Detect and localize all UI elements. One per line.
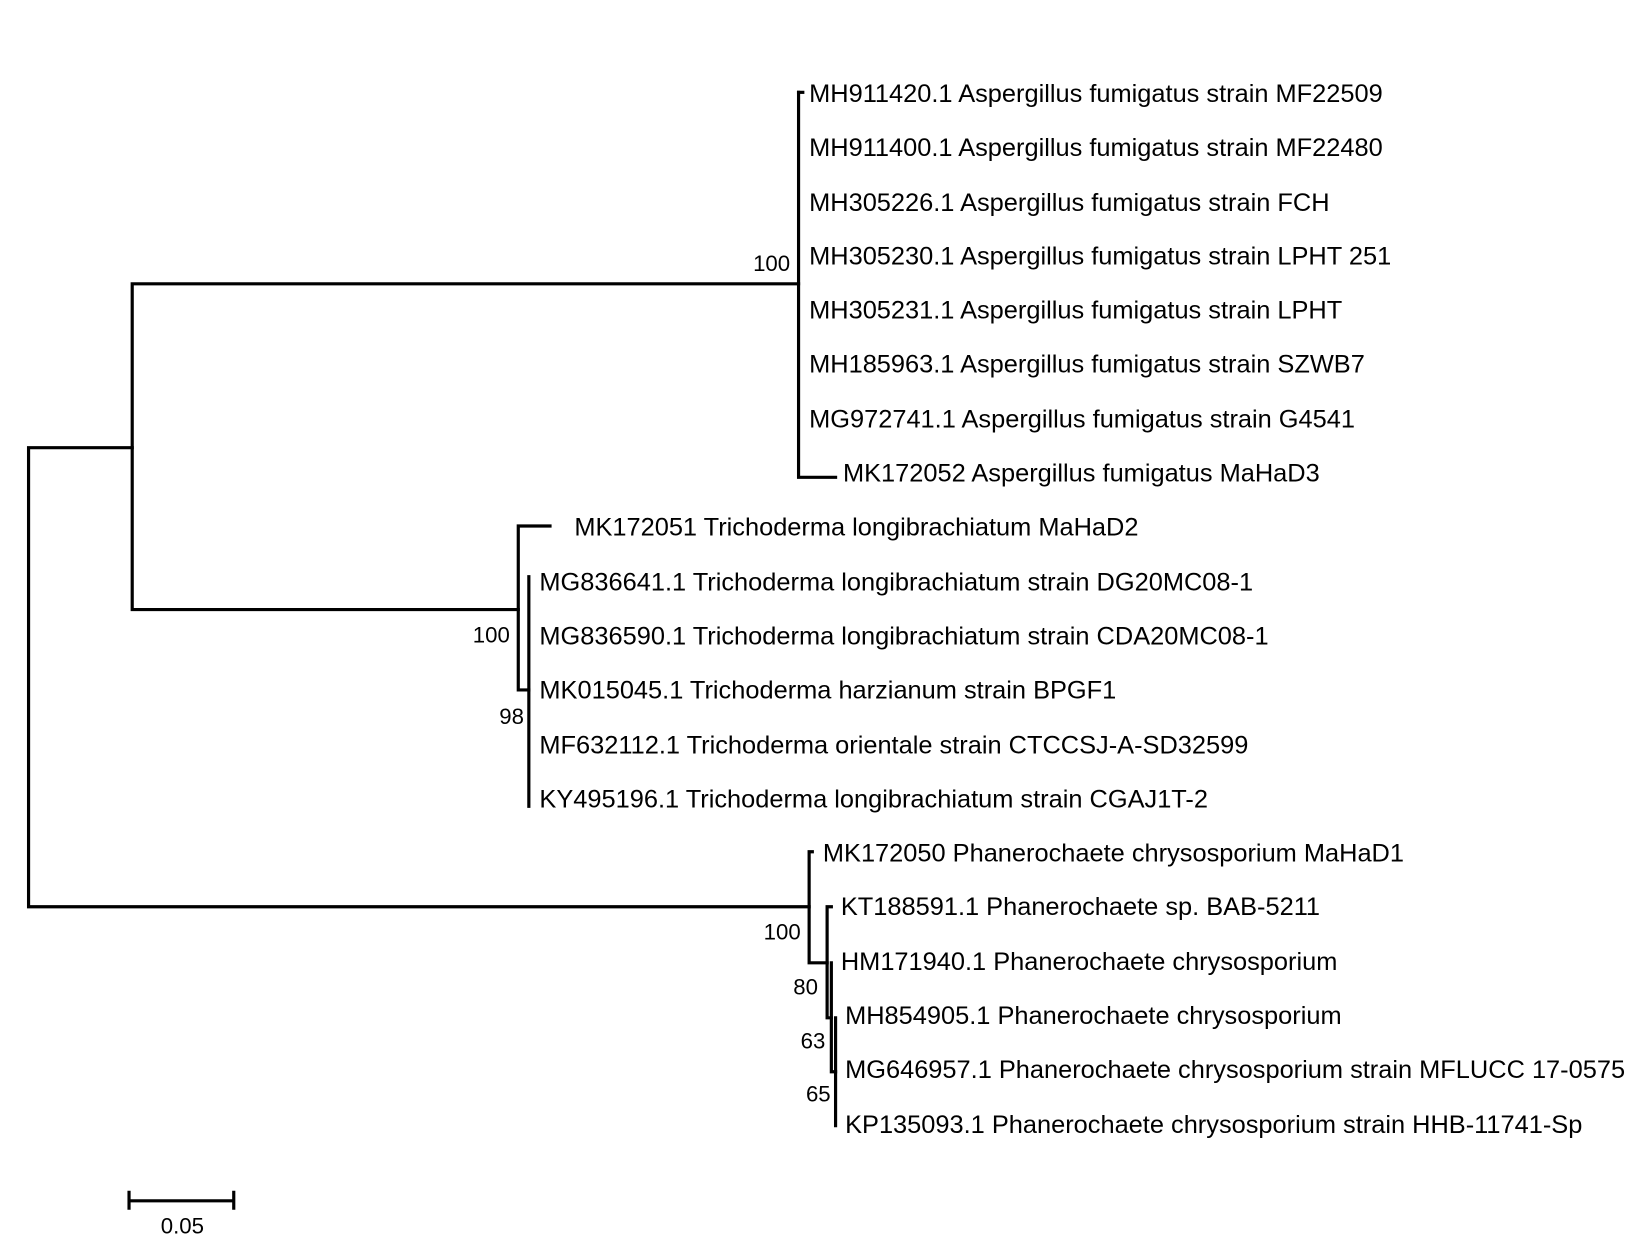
tip-label: MH911400.1 Aspergillus fumigatus strain … bbox=[809, 134, 1383, 162]
tip-labels: MH911420.1 Aspergillus fumigatus strain … bbox=[539, 80, 1625, 1139]
internal-branch-asp-tricho bbox=[130, 282, 801, 612]
bootstrap-phanerochaete: 100 bbox=[764, 920, 801, 945]
tip-label: HM171940.1 Phanerochaete chrysosporium bbox=[841, 948, 1338, 976]
bootstrap-phanerochaete-sub3: 65 bbox=[806, 1081, 831, 1106]
bootstrap-aspergillus: 100 bbox=[753, 251, 790, 276]
tip-label: MG836590.1 Trichoderma longibrachiatum s… bbox=[539, 622, 1268, 650]
trichoderma-clade-branch bbox=[516, 524, 552, 692]
tip-label: KP135093.1 Phanerochaete chrysosporium s… bbox=[845, 1111, 1582, 1139]
phanerochaete-sub1-branch bbox=[825, 905, 833, 1020]
scale-bar-line bbox=[127, 1190, 236, 1210]
tip-label: KT188591.1 Phanerochaete sp. BAB-5211 bbox=[841, 893, 1320, 921]
tip-label: MH911420.1 Aspergillus fumigatus strain … bbox=[809, 80, 1383, 108]
tip-label: MG972741.1 Aspergillus fumigatus strain … bbox=[809, 406, 1355, 434]
tip-label: MF632112.1 Trichoderma orientale strain … bbox=[539, 731, 1248, 759]
tip-label: KY495196.1 Trichoderma longibrachiatum s… bbox=[539, 785, 1208, 813]
tip-label: MH185963.1 Aspergillus fumigatus strain … bbox=[809, 351, 1365, 379]
tip-label: MG836641.1 Trichoderma longibrachiatum s… bbox=[539, 569, 1253, 597]
scale-bar-label: 0.05 bbox=[161, 1214, 204, 1239]
phanerochaete-clade-branch bbox=[807, 850, 829, 965]
tip-label: MK015045.1 Trichoderma harzianum strain … bbox=[539, 676, 1116, 704]
branches bbox=[26, 90, 838, 1128]
bootstrap-values: 100 100 98 100 80 63 65 bbox=[473, 251, 831, 1106]
scale-bar: 0.05 bbox=[127, 1190, 236, 1239]
bootstrap-phanerochaete-sub1: 80 bbox=[793, 975, 818, 1000]
tip-label: MH305231.1 Aspergillus fumigatus strain … bbox=[809, 297, 1342, 325]
bootstrap-phanerochaete-sub2: 63 bbox=[801, 1028, 826, 1053]
tip-label: MH305230.1 Aspergillus fumigatus strain … bbox=[809, 243, 1391, 271]
tip-label: MK172051 Trichoderma longibrachiatum MaH… bbox=[574, 514, 1138, 542]
bootstrap-trichoderma: 100 bbox=[473, 622, 510, 647]
tip-label: MG646957.1 Phanerochaete chrysosporium s… bbox=[845, 1056, 1625, 1084]
tip-label: MK172050 Phanerochaete chrysosporium MaH… bbox=[823, 839, 1404, 867]
aspergillus-clade-branch bbox=[796, 90, 838, 479]
tip-label: MK172052 Aspergillus fumigatus MaHaD3 bbox=[843, 460, 1320, 488]
tip-label: MH854905.1 Phanerochaete chrysosporium bbox=[845, 1002, 1342, 1030]
bootstrap-trichoderma-sub: 98 bbox=[499, 704, 524, 729]
root-branch bbox=[26, 446, 811, 909]
tip-label: MH305226.1 Aspergillus fumigatus strain … bbox=[809, 189, 1329, 217]
